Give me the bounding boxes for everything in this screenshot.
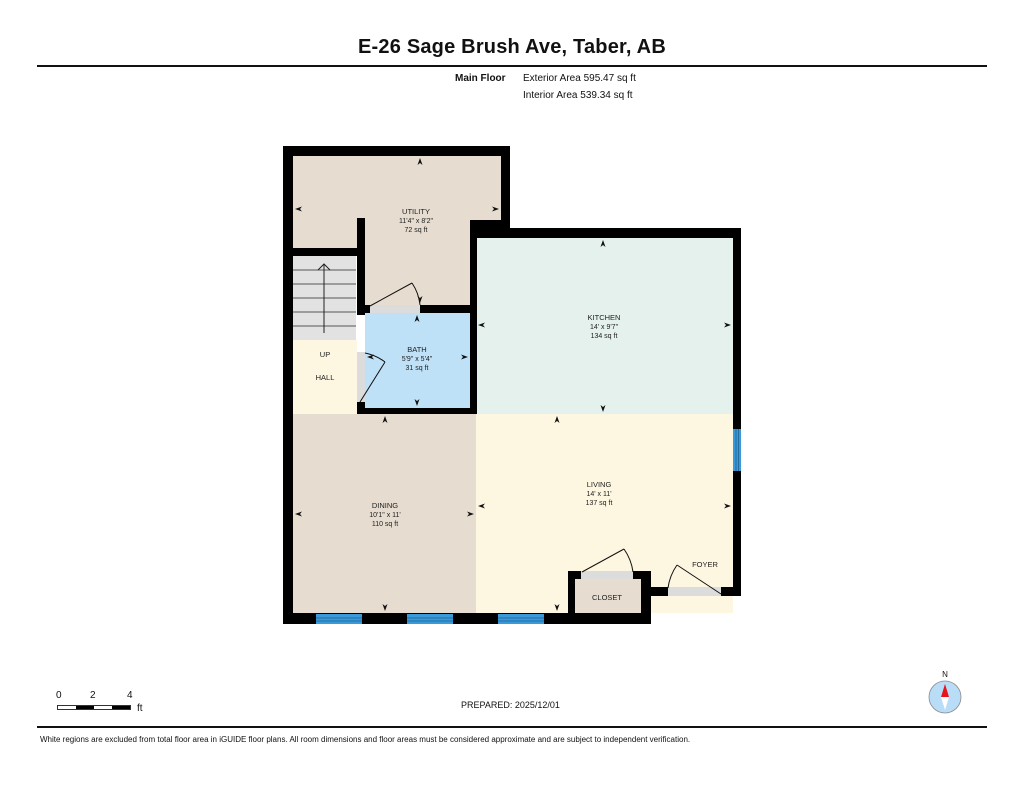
wall (357, 218, 365, 315)
closet-fill (575, 578, 641, 615)
room-area-utility: 72 sq ft (405, 227, 428, 234)
stairs-label: UP (320, 350, 330, 359)
wall (501, 146, 510, 228)
door-leaf (369, 282, 413, 307)
header-divider (37, 65, 987, 67)
window (733, 429, 741, 471)
room-name-closet: CLOSET (592, 593, 622, 602)
page-title: E-26 Sage Brush Ave, Taber, AB (358, 36, 666, 58)
scale-bar (57, 705, 131, 710)
wall (733, 228, 741, 596)
wall (633, 571, 647, 579)
footer-divider (37, 726, 987, 728)
wall (568, 571, 575, 619)
room-dims-kitchen: 14' x 9'7" (590, 324, 619, 331)
dining-fill (293, 414, 476, 613)
floor-label: Main Floor (455, 73, 506, 84)
room-dims-bath: 5'9" x 5'4" (402, 356, 433, 363)
wall (357, 408, 477, 414)
wall (293, 248, 365, 256)
room-name-bath: BATH (407, 345, 426, 354)
disclaimer: White regions are excluded from total fl… (40, 735, 691, 744)
room-name-living: LIVING (587, 480, 612, 489)
scale-tick: 0 (56, 690, 62, 701)
hall-fill (293, 340, 357, 414)
room-name-foyer: FOYER (692, 560, 718, 569)
room-name-kitchen: KITCHEN (588, 313, 621, 322)
compass-icon: N (928, 670, 962, 714)
dimension-arrows (295, 158, 731, 611)
window (316, 614, 362, 624)
window (498, 614, 544, 624)
door-swing (623, 548, 634, 573)
door-threshold (581, 571, 633, 579)
wall (357, 402, 365, 414)
wall (283, 146, 510, 156)
scale-tick: 4 (127, 690, 133, 701)
room-dims-living: 14' x 11' (586, 491, 611, 498)
door-threshold (370, 305, 420, 313)
scale-ticks: 0 2 4 (56, 690, 146, 702)
door-threshold (357, 352, 365, 402)
wall (283, 146, 293, 624)
stair-treads (293, 263, 356, 333)
wall (357, 305, 370, 313)
windows (316, 429, 741, 624)
wall (420, 305, 476, 313)
interior-area: Interior Area 539.34 sq ft (523, 90, 633, 101)
wall (470, 228, 741, 238)
room-dims-dining: 10'1" x 11' (369, 512, 401, 519)
room-name-dining: DINING (372, 501, 398, 510)
doors (357, 282, 722, 596)
room-name-utility: UTILITY (402, 207, 430, 216)
wall (470, 228, 477, 414)
wall (641, 571, 651, 624)
kitchen-fill (476, 238, 733, 414)
prepared-date: PREPARED: 2025/12/01 (461, 700, 560, 710)
wall (283, 613, 651, 624)
wall (470, 220, 510, 230)
utility-fill (293, 156, 501, 248)
door-leaf (359, 361, 386, 403)
door-swing (667, 564, 678, 589)
door-threshold (668, 587, 721, 596)
door-leaf (676, 564, 722, 595)
scale-unit: ft (137, 703, 143, 714)
wall (721, 587, 741, 596)
room-labels: UTILITY 11'4" x 8'2" 72 sq ft KITCHEN 14… (316, 207, 719, 602)
door-swing (411, 282, 421, 306)
room-area-living: 137 sq ft (586, 500, 613, 507)
walls (283, 146, 741, 624)
room-name-hall: HALL (316, 373, 335, 382)
window (407, 614, 453, 624)
door-leaf (581, 548, 625, 573)
exterior-area: Exterior Area 595.47 sq ft (523, 73, 636, 84)
room-area-bath: 31 sq ft (406, 365, 429, 372)
door-swing (364, 352, 386, 363)
room-dims-utility: 11'4" x 8'2" (399, 218, 433, 225)
room-area-dining: 110 sq ft (372, 521, 398, 528)
scale-tick: 2 (90, 690, 96, 701)
compass-north-label: N (942, 670, 948, 679)
room-area-kitchen: 134 sq ft (591, 333, 618, 340)
utility-fill-lower (365, 240, 470, 306)
wall (641, 587, 668, 596)
